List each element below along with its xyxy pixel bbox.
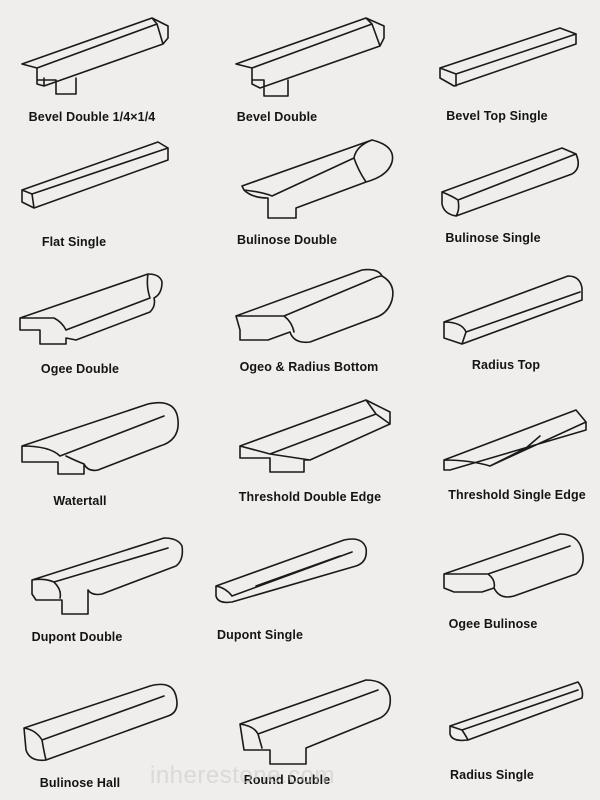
label-dupont-double: Dupont Double <box>31 630 123 644</box>
profile-outline-dupont-single <box>215 538 368 604</box>
profile-drawing-threshold-double-edge <box>239 399 391 473</box>
profile-outline-bevel-double-1-4 <box>21 17 169 95</box>
profile-outline-bevel-top-single <box>439 27 577 87</box>
label-threshold-double-edge: Threshold Double Edge <box>238 490 382 504</box>
label-ogeo-radius-bottom: Ogeo & Radius Bottom <box>239 360 379 374</box>
profile-drawing-watertall <box>21 401 179 475</box>
profile-outline-bulinose-hall <box>23 683 178 762</box>
profile-outline-radius-top <box>443 275 583 345</box>
profile-drawing-ogee-bulinose <box>443 533 584 598</box>
label-radius-top: Radius Top <box>471 358 541 372</box>
profile-outline-bevel-double <box>235 17 385 97</box>
label-threshold-single-edge: Threshold Single Edge <box>448 488 586 502</box>
profile-outline-watertall <box>21 401 179 475</box>
profile-drawing-threshold-single-edge <box>443 409 587 471</box>
label-round-double: Round Double <box>243 773 331 787</box>
profile-drawing-bulinose-double <box>241 139 394 219</box>
label-bulinose-single: Bulinose Single <box>445 231 541 245</box>
profile-outline-ogee-bulinose <box>443 533 584 598</box>
label-dupont-single: Dupont Single <box>216 628 304 642</box>
profile-drawing-bevel-top-single <box>439 27 577 87</box>
profile-outline-bulinose-double <box>241 139 394 219</box>
label-bulinose-hall: Bulinose Hall <box>39 776 121 790</box>
label-bevel-double-1-4: Bevel Double 1/4×1/4 <box>28 110 156 124</box>
profile-drawing-dupont-double <box>31 537 184 615</box>
profile-outline-round-double <box>239 679 392 765</box>
profile-drawing-bevel-double <box>235 17 385 97</box>
profile-drawing-round-double <box>239 679 392 765</box>
label-flat-single: Flat Single <box>41 235 107 249</box>
profile-drawing-radius-top <box>443 275 583 345</box>
profile-drawing-bulinose-single <box>441 147 580 217</box>
profile-drawing-bevel-double-1-4 <box>21 17 169 95</box>
label-ogee-bulinose: Ogee Bulinose <box>448 617 538 631</box>
label-radius-single: Radius Single <box>450 768 534 782</box>
profile-outline-threshold-single-edge <box>443 409 587 471</box>
profile-outline-dupont-double <box>31 537 184 615</box>
profile-drawing-bulinose-hall <box>23 683 178 762</box>
profile-outline-radius-single <box>449 681 584 742</box>
label-bevel-top-single: Bevel Top Single <box>446 109 548 123</box>
profile-drawing-dupont-single <box>215 538 368 604</box>
label-bevel-double: Bevel Double <box>236 110 318 124</box>
profile-outline-ogeo-radius-bottom <box>235 268 394 344</box>
label-ogee-double: Ogee Double <box>40 362 120 376</box>
profile-outline-flat-single <box>21 141 169 209</box>
profile-outline-bulinose-single <box>441 147 580 217</box>
profile-drawing-ogeo-radius-bottom <box>235 268 394 344</box>
label-watertall: Watertall <box>53 494 107 508</box>
profile-drawing-flat-single <box>21 141 169 209</box>
profile-drawing-ogee-double <box>19 273 163 345</box>
profile-outline-ogee-double <box>19 273 163 345</box>
profile-drawing-radius-single <box>449 681 584 742</box>
profile-outline-threshold-double-edge <box>239 399 391 473</box>
watermark-text: inherestone.com <box>150 762 335 789</box>
label-bulinose-double: Bulinose Double <box>236 233 338 247</box>
